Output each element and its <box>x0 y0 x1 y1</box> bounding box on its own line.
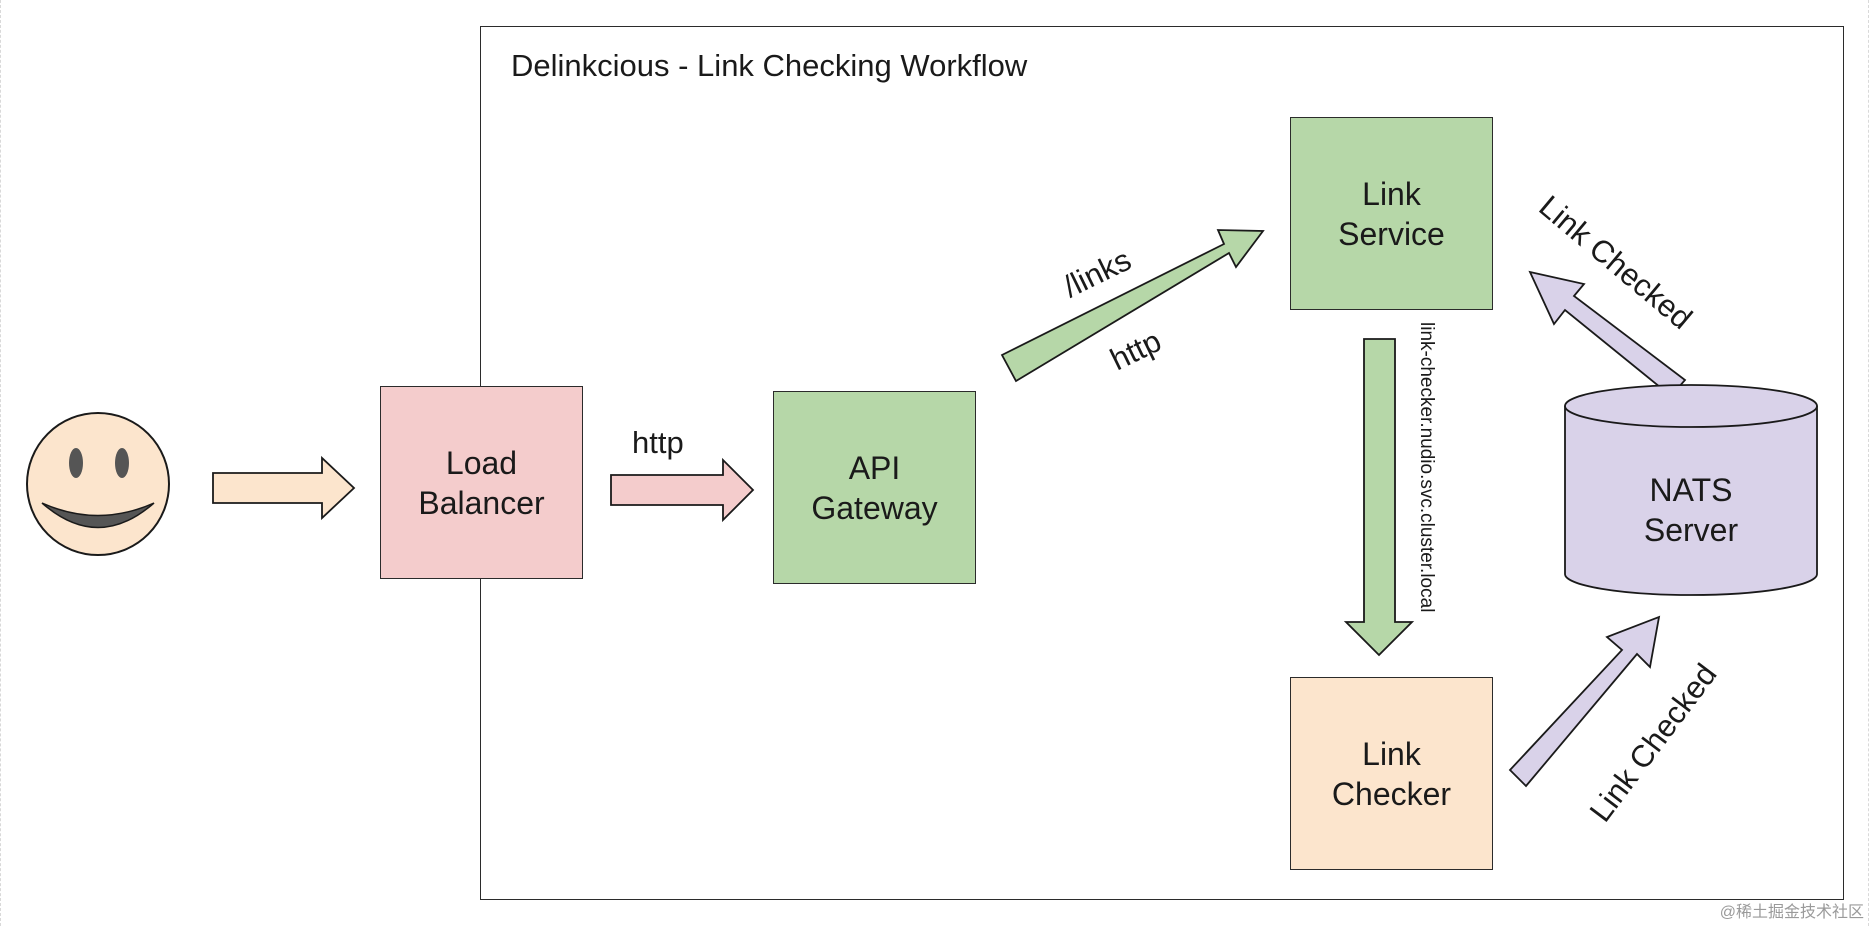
link-service-label-line1: Link <box>1362 175 1421 212</box>
left-dashed-edge <box>0 0 1 926</box>
api-gateway-label-line1: API <box>848 449 901 486</box>
checker-to-nats-arrow <box>1508 615 1661 788</box>
link-checker-node: Link Checker <box>1290 677 1493 870</box>
nats-to-service-arrow <box>1528 270 1687 398</box>
user-smiley-icon <box>26 412 170 556</box>
load-balancer-label-line1: Load <box>445 444 518 481</box>
nats-server-cylinder <box>1564 384 1818 596</box>
lb-to-gateway-arrow <box>610 457 755 523</box>
diagram-title: Delinkcious - Link Checking Workflow <box>511 48 1028 83</box>
right-dashed-edge <box>1868 0 1869 926</box>
nats-server-label-line1: NATS <box>1649 472 1733 508</box>
link-checker-label-line1: Link <box>1362 735 1421 772</box>
service-to-checker-arrow <box>1343 338 1415 657</box>
cluster-dns-label: link-checker.nudio.svc.cluster.local <box>1416 322 1437 612</box>
link-service-label-line2: Service <box>1338 215 1445 252</box>
load-balancer-node: Load Balancer <box>380 386 583 579</box>
http-label: http <box>632 425 684 460</box>
http-diagonal-label: http <box>1105 323 1167 377</box>
load-balancer-label-line2: Balancer <box>418 484 545 521</box>
nats-server-label: NATS Server <box>1565 460 1817 560</box>
watermark: @稀土掘金技术社区 <box>1719 904 1864 921</box>
user-to-lb-arrow <box>212 455 356 521</box>
link-checker-label-line2: Checker <box>1331 775 1452 812</box>
nats-server-label-line2: Server <box>1643 512 1739 548</box>
api-gateway-label-line2: Gateway <box>811 489 938 526</box>
gateway-to-service-arrow <box>1000 229 1265 383</box>
link-service-node: Link Service <box>1290 117 1493 310</box>
api-gateway-node: API Gateway <box>773 391 976 584</box>
